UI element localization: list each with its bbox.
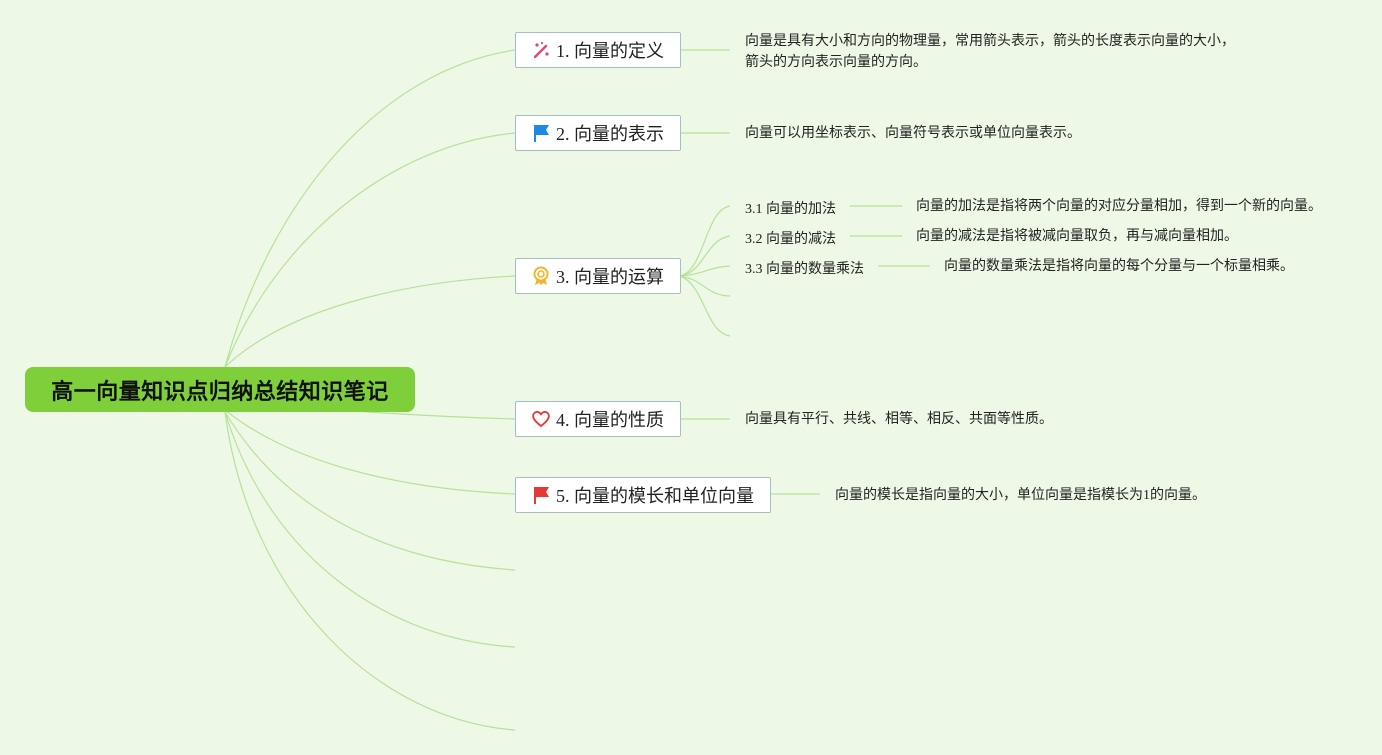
blue-flag-icon xyxy=(530,122,552,144)
topic-label: 2. 向量的表示 xyxy=(556,124,664,144)
topic-magnitude-unit-vector[interactable]: 5. 向量的模长和单位向量 xyxy=(515,477,771,513)
topic-note[interactable]: 向量是具有大小和方向的物理量，常用箭头表示，箭头的长度表示向量的大小， 箭头的方… xyxy=(745,31,1235,73)
subtopic-note[interactable]: 向量的数量乘法是指将向量的每个分量与一个标量相乘。 xyxy=(944,259,1294,274)
note-line: 向量是具有大小和方向的物理量，常用箭头表示，箭头的长度表示向量的大小， xyxy=(745,34,1235,49)
topic-label: 5. 向量的模长和单位向量 xyxy=(556,486,754,506)
topic-note[interactable]: 向量可以用坐标表示、向量符号表示或单位向量表示。 xyxy=(745,123,1081,144)
heart-icon xyxy=(530,408,552,430)
subtopic-vector-addition[interactable]: 3.1 向量的加法 xyxy=(745,202,836,217)
topic-vector-representation[interactable]: 2. 向量的表示 xyxy=(515,115,681,151)
topic-vector-operations[interactable]: 3. 向量的运算 xyxy=(515,258,681,294)
topic-note[interactable]: 向量的模长是指向量的大小，单位向量是指模长为1的向量。 xyxy=(835,485,1206,506)
note-line: 向量可以用坐标表示、向量符号表示或单位向量表示。 xyxy=(745,126,1081,141)
award-medal-icon xyxy=(530,265,552,287)
subtopic-note[interactable]: 向量的减法是指将被减向量取负，再与减向量相加。 xyxy=(916,229,1238,244)
magic-wand-icon xyxy=(530,39,552,61)
note-line: 箭头的方向表示向量的方向。 xyxy=(745,55,927,70)
central-topic-label: 高一向量知识点归纳总结知识笔记 xyxy=(51,379,389,405)
topic-vector-definition[interactable]: 1. 向量的定义 xyxy=(515,32,681,68)
topic-vector-properties[interactable]: 4. 向量的性质 xyxy=(515,401,681,437)
note-line: 向量的模长是指向量的大小，单位向量是指模长为1的向量。 xyxy=(835,488,1206,503)
topic-note[interactable]: 向量具有平行、共线、相等、相反、共面等性质。 xyxy=(745,409,1053,430)
central-topic[interactable]: 高一向量知识点归纳总结知识笔记 xyxy=(25,367,415,412)
note-line: 向量具有平行、共线、相等、相反、共面等性质。 xyxy=(745,412,1053,427)
subtopic-vector-subtraction[interactable]: 3.2 向量的减法 xyxy=(745,232,836,247)
topic-label: 3. 向量的运算 xyxy=(556,267,664,287)
topic-label: 4. 向量的性质 xyxy=(556,410,664,430)
subtopic-note[interactable]: 向量的加法是指将两个向量的对应分量相加，得到一个新的向量。 xyxy=(916,199,1322,214)
topic-label: 1. 向量的定义 xyxy=(556,41,664,61)
red-flag-icon xyxy=(530,484,552,506)
subtopic-scalar-multiplication[interactable]: 3.3 向量的数量乘法 xyxy=(745,262,864,277)
